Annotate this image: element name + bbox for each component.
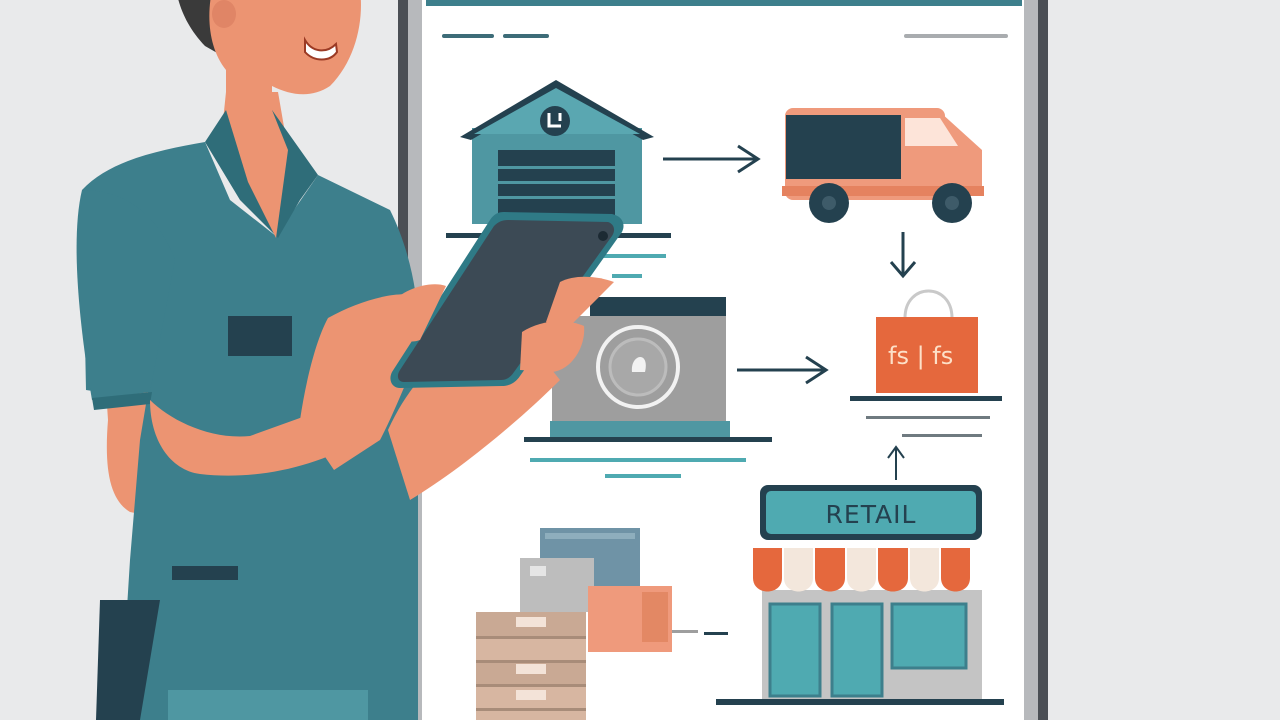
- arrow-right-icon: [737, 355, 829, 385]
- arrow-up-icon: [887, 445, 905, 480]
- retail-store-icon: RETAIL: [716, 485, 1004, 705]
- retail-sign: RETAIL: [826, 500, 917, 529]
- arrow-down-icon: [889, 232, 917, 279]
- tablet-icon: [390, 212, 624, 388]
- hand: [392, 276, 614, 372]
- shopping-bag-icon: fs | fs: [850, 289, 1002, 437]
- delivery-van-icon: [782, 108, 984, 223]
- arrow-right-icon: [663, 144, 761, 174]
- warehouse-icon: [446, 80, 671, 278]
- bag-label: fs | fs: [888, 342, 953, 370]
- person-figure: [76, 0, 560, 720]
- parcel-stack-icon: [476, 528, 728, 720]
